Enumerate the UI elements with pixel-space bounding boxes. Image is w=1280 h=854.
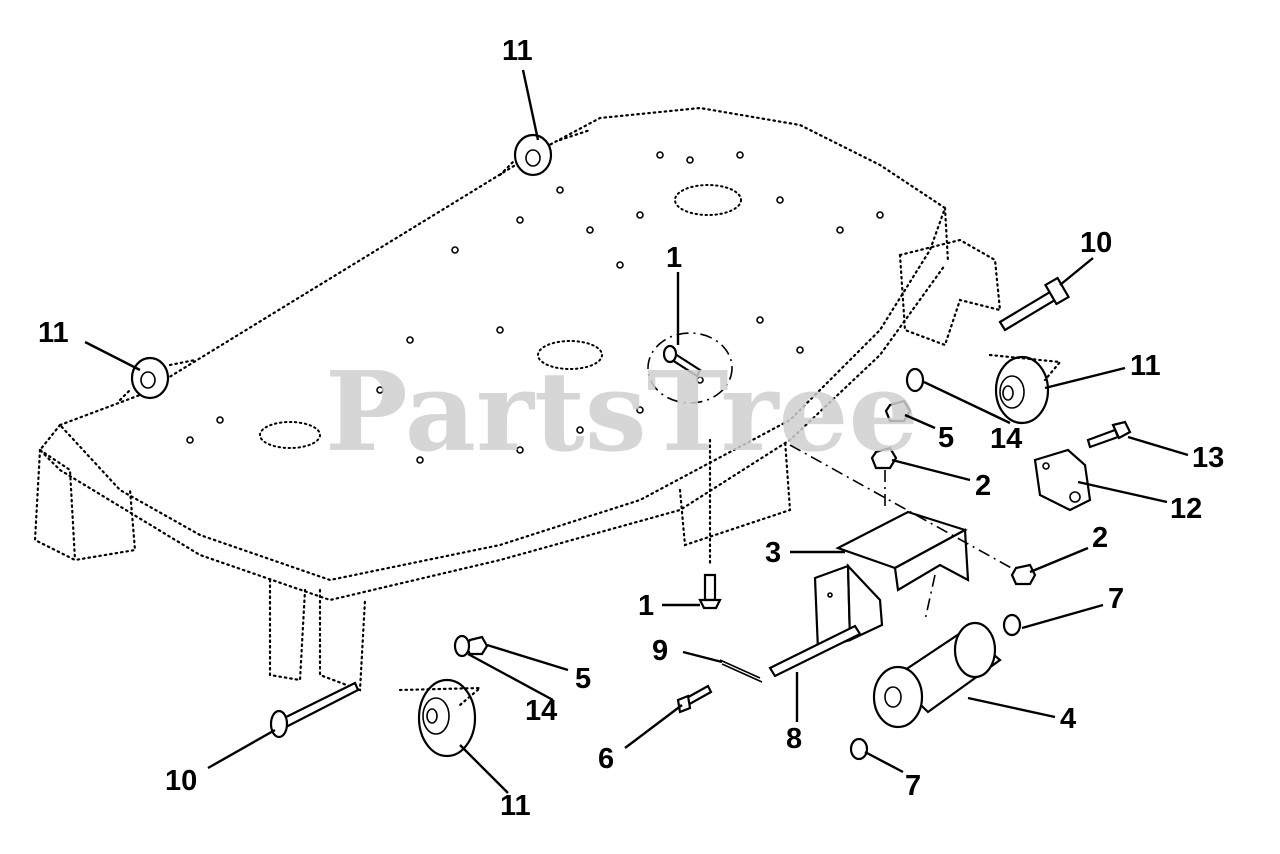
- roller-shaft: [768, 624, 862, 678]
- callout-10-top: 10: [1080, 227, 1112, 259]
- washer-14-mid: [453, 634, 471, 658]
- mower-deck: [33, 106, 1002, 692]
- screw-13: [1086, 420, 1132, 449]
- nut-5-right: [884, 399, 912, 423]
- callout-7-top: 7: [1108, 583, 1124, 615]
- callout-5-right: 5: [938, 422, 954, 454]
- callout-11-right: 11: [1130, 350, 1161, 382]
- bolt-6: [676, 684, 713, 714]
- callout-6: 6: [598, 743, 614, 775]
- watermark-text: PartsTree: [325, 347, 919, 476]
- callout-2-top: 2: [975, 470, 991, 502]
- callout-11-top: 11: [502, 35, 533, 67]
- washer-7-top: [1002, 613, 1022, 637]
- cotter-pin: [719, 659, 763, 683]
- bolt-mid: [698, 438, 722, 610]
- nut-2-top: [870, 446, 898, 470]
- callout-2-right: 2: [1092, 522, 1108, 554]
- callout-3: 3: [765, 537, 781, 569]
- callout-7-bottom: 7: [905, 770, 921, 802]
- wheel-bottom: [398, 678, 484, 758]
- callout-14-right: 14: [990, 423, 1022, 455]
- axle-bolt-top: [998, 276, 1071, 332]
- wheel-top: [498, 128, 592, 177]
- callout-10-bottom: 10: [165, 765, 197, 797]
- callout-11-bottom: 11: [500, 790, 531, 822]
- callout-13: 13: [1192, 442, 1224, 474]
- callout-11-left: 11: [38, 317, 69, 349]
- callout-5-mid: 5: [575, 663, 591, 695]
- callout-4: 4: [1060, 703, 1076, 735]
- wheel-left: [118, 356, 197, 402]
- leader-lines: [84, 69, 1189, 794]
- wheel-right: [988, 353, 1063, 425]
- mount-plate: [1033, 448, 1092, 512]
- washer-14-right: [905, 367, 925, 393]
- roller-bracket: [789, 444, 1016, 652]
- callout-14-mid: 14: [525, 695, 557, 727]
- bolt-top: [647, 332, 733, 404]
- callout-1-mid: 1: [638, 590, 654, 622]
- roller: [872, 621, 1002, 729]
- callout-1-top: 1: [666, 242, 682, 274]
- callout-12: 12: [1170, 493, 1202, 525]
- nut-2-right: [1010, 563, 1037, 586]
- axle-bolt-bottom: [269, 681, 360, 739]
- washer-7-bottom: [849, 737, 869, 761]
- callout-9: 9: [652, 635, 668, 667]
- callout-8: 8: [786, 723, 802, 755]
- callout-labels: 11 11 11 11 10 10 1 1 5 5 14 14 13 12 2 …: [38, 35, 1224, 822]
